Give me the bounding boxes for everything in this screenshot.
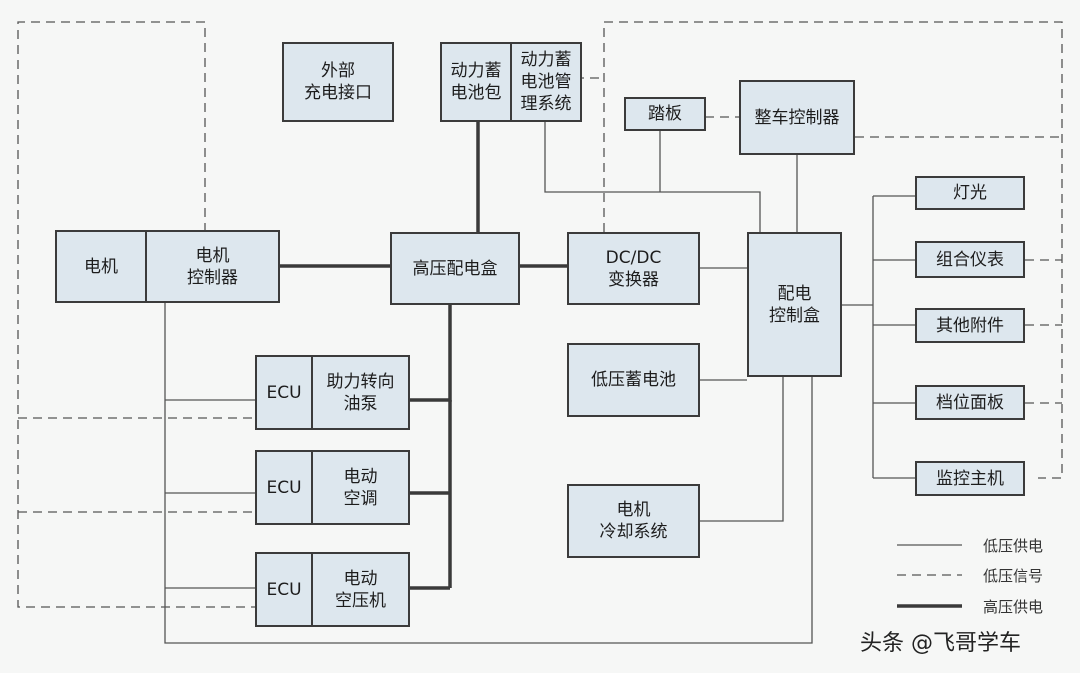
high-voltage-lines [280,122,567,590]
battery-management-system-box: 动力蓄 电池管 理系统 [510,42,582,122]
monitoring-host-box: 监控主机 [915,461,1025,496]
electric-ac-box: 电动 空调 [311,450,410,525]
other-accessories-box: 其他附件 [915,308,1025,343]
high-voltage-distribution-box: 高压配电盒 [390,232,520,305]
dcdc-converter-box: DC/DC 变换器 [567,232,700,305]
external-charging-port-box: 外部 充电接口 [282,42,394,122]
instrument-cluster-box: 组合仪表 [915,241,1025,278]
electric-air-compressor-box: 电动 空压机 [311,552,410,627]
legend-high-voltage-power: 高压供电 [983,598,1044,616]
low-voltage-battery-box: 低压蓄电池 [567,343,700,417]
low-voltage-power-lines [164,122,915,644]
motor-controller-box: 电机 控制器 [145,230,280,303]
ecu-electric-ac-box: ECU [255,450,313,525]
motor-box: 电机 [55,230,147,303]
power-battery-pack-box: 动力蓄 电池包 [440,42,512,122]
gear-panel-box: 档位面板 [915,385,1025,420]
watermark: 头条 @飞哥学车 [860,631,1021,656]
ecu-power-steering-box: ECU [255,355,313,430]
legend-lines [897,544,962,608]
motor-cooling-system-box: 电机 冷却系统 [567,484,700,558]
legend-low-voltage-signal: 低压信号 [983,567,1044,585]
power-steering-pump-box: 助力转向 油泵 [311,355,410,430]
vehicle-controller-box: 整车控制器 [739,80,855,155]
low-voltage-signal-lines [17,21,1063,608]
pedal-box: 踏板 [624,97,706,131]
distribution-control-box: 配电 控制盒 [747,232,842,377]
legend-low-voltage-power: 低压供电 [983,537,1044,555]
lights-box: 灯光 [915,176,1025,210]
ecu-air-compressor-box: ECU [255,552,313,627]
